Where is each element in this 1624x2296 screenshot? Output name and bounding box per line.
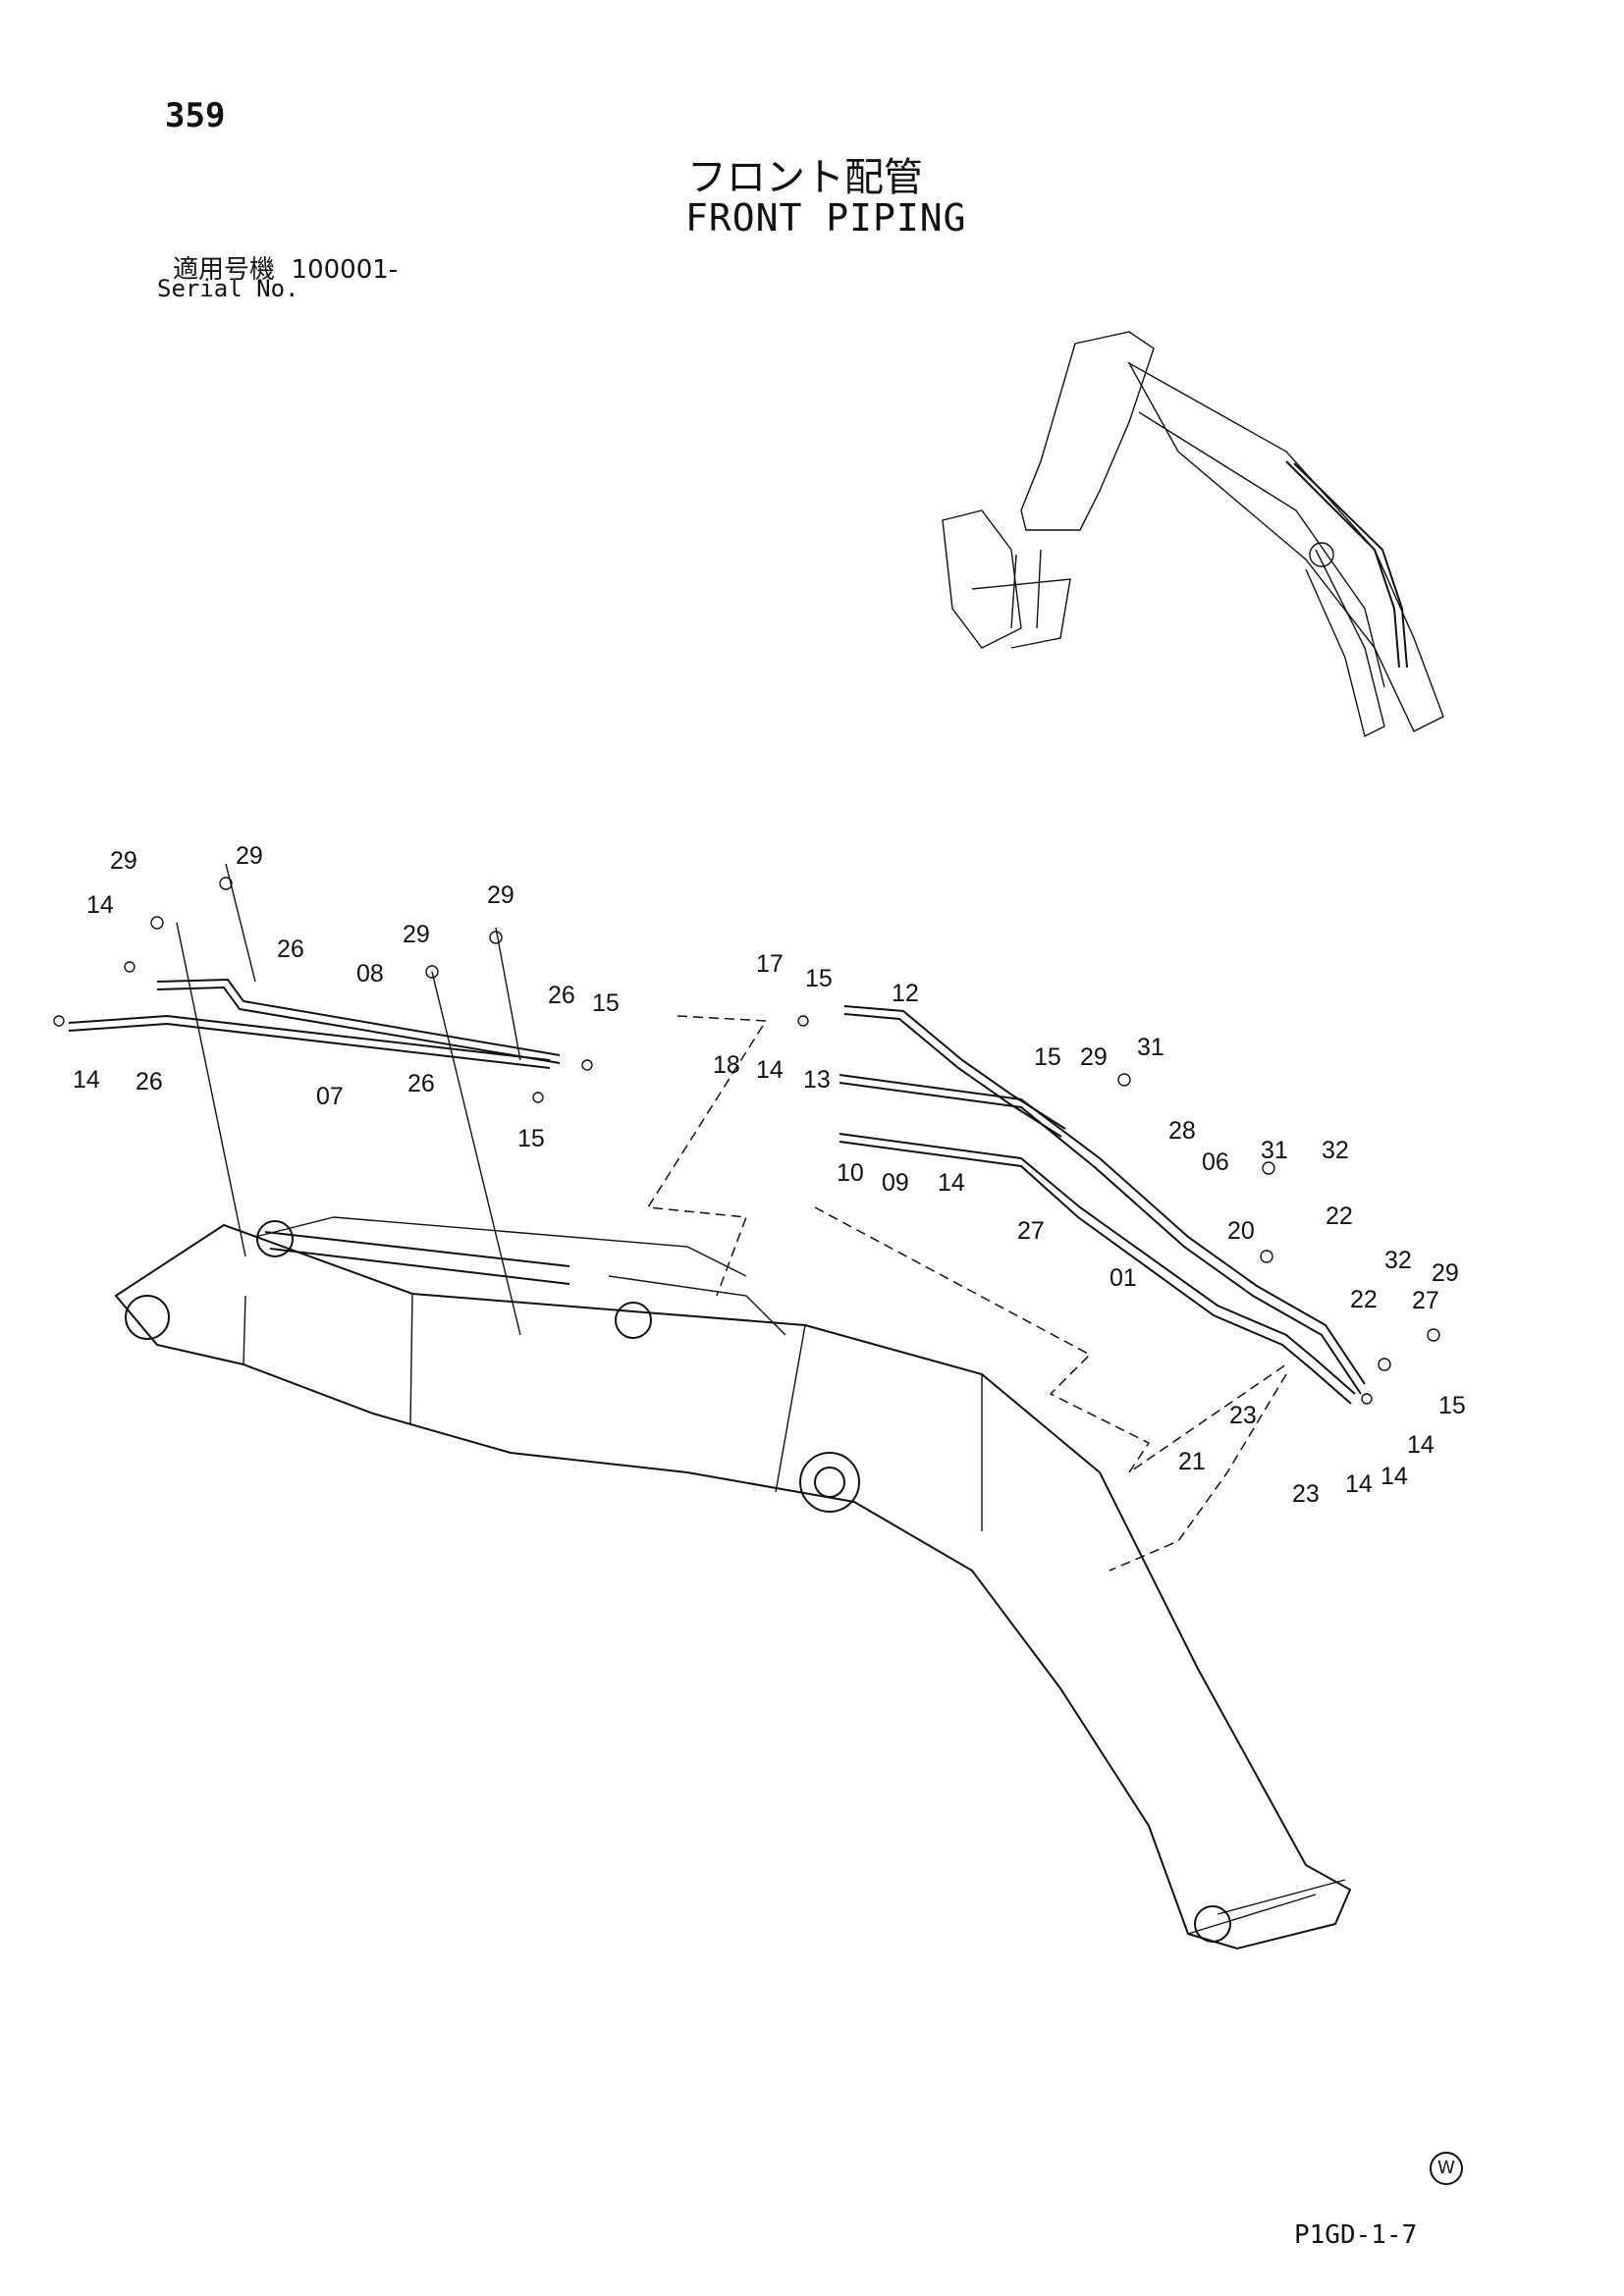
callout: 22 [1326,1202,1353,1230]
pipe-lines [68,978,1366,1405]
drawing-code: P1GD-1-7 [1294,2220,1418,2250]
page-number: 359 [165,96,226,135]
phantom-lines [176,863,1287,1572]
callout: 14 [1380,1463,1408,1490]
callout: 26 [135,1068,163,1095]
page-title: FRONT PIPING [685,196,967,240]
callout: 14 [1345,1470,1373,1498]
serial-label: Serial No. [157,275,299,302]
overview-inset [942,331,1444,738]
callout: 14 [1407,1431,1435,1459]
serial-value: 100001- [291,255,399,285]
bolts [53,877,1440,1405]
callout: 21 [1178,1448,1206,1475]
callout: 08 [356,960,384,988]
callout: 14 [938,1169,965,1197]
callout: 29 [1080,1043,1108,1071]
callout: 26 [407,1070,435,1097]
callout: 06 [1202,1148,1229,1176]
callout: 31 [1137,1034,1164,1061]
callout: 15 [1034,1043,1061,1071]
callout: 10 [837,1159,864,1187]
callout: 07 [316,1083,344,1110]
callout: 23 [1292,1480,1320,1508]
callout: 29 [236,842,263,870]
callout: 26 [277,935,304,963]
callout: 14 [756,1056,784,1084]
callout: 09 [882,1169,909,1197]
callout: 27 [1412,1287,1439,1314]
callout: 14 [73,1066,100,1094]
callout: 13 [803,1066,831,1094]
callout: 27 [1017,1217,1045,1245]
page-title-japanese: フロント配管 [687,155,923,200]
boom-outline [114,1216,1352,1950]
callout: 15 [517,1125,545,1152]
callout: 29 [403,921,430,948]
callout: 15 [592,989,620,1017]
callout: 31 [1261,1137,1288,1164]
callout: 17 [756,950,784,978]
callout: 01 [1110,1264,1137,1292]
callout: 29 [487,881,514,909]
callout: 32 [1322,1137,1349,1164]
serial-label-japanese: 適用号機 100001- [173,249,398,286]
callout: 18 [713,1051,740,1079]
callout: 29 [1432,1259,1459,1287]
callout: 29 [110,847,137,875]
callout: 23 [1229,1402,1257,1429]
callout: 22 [1350,1286,1378,1313]
callout: 15 [805,965,833,992]
callout: 32 [1384,1247,1412,1274]
watermark-circle-w: W [1430,2152,1463,2185]
callout: 26 [548,982,575,1009]
part-callouts: 29 29 14 26 08 29 29 26 15 14 26 07 26 1… [73,842,1466,1508]
callout: 20 [1227,1217,1255,1245]
callout: 14 [86,891,114,919]
serial-label-jp-text: 適用号機 [173,255,276,285]
callout: 28 [1168,1117,1196,1145]
callout: 15 [1438,1392,1466,1419]
callout: 12 [892,980,919,1007]
